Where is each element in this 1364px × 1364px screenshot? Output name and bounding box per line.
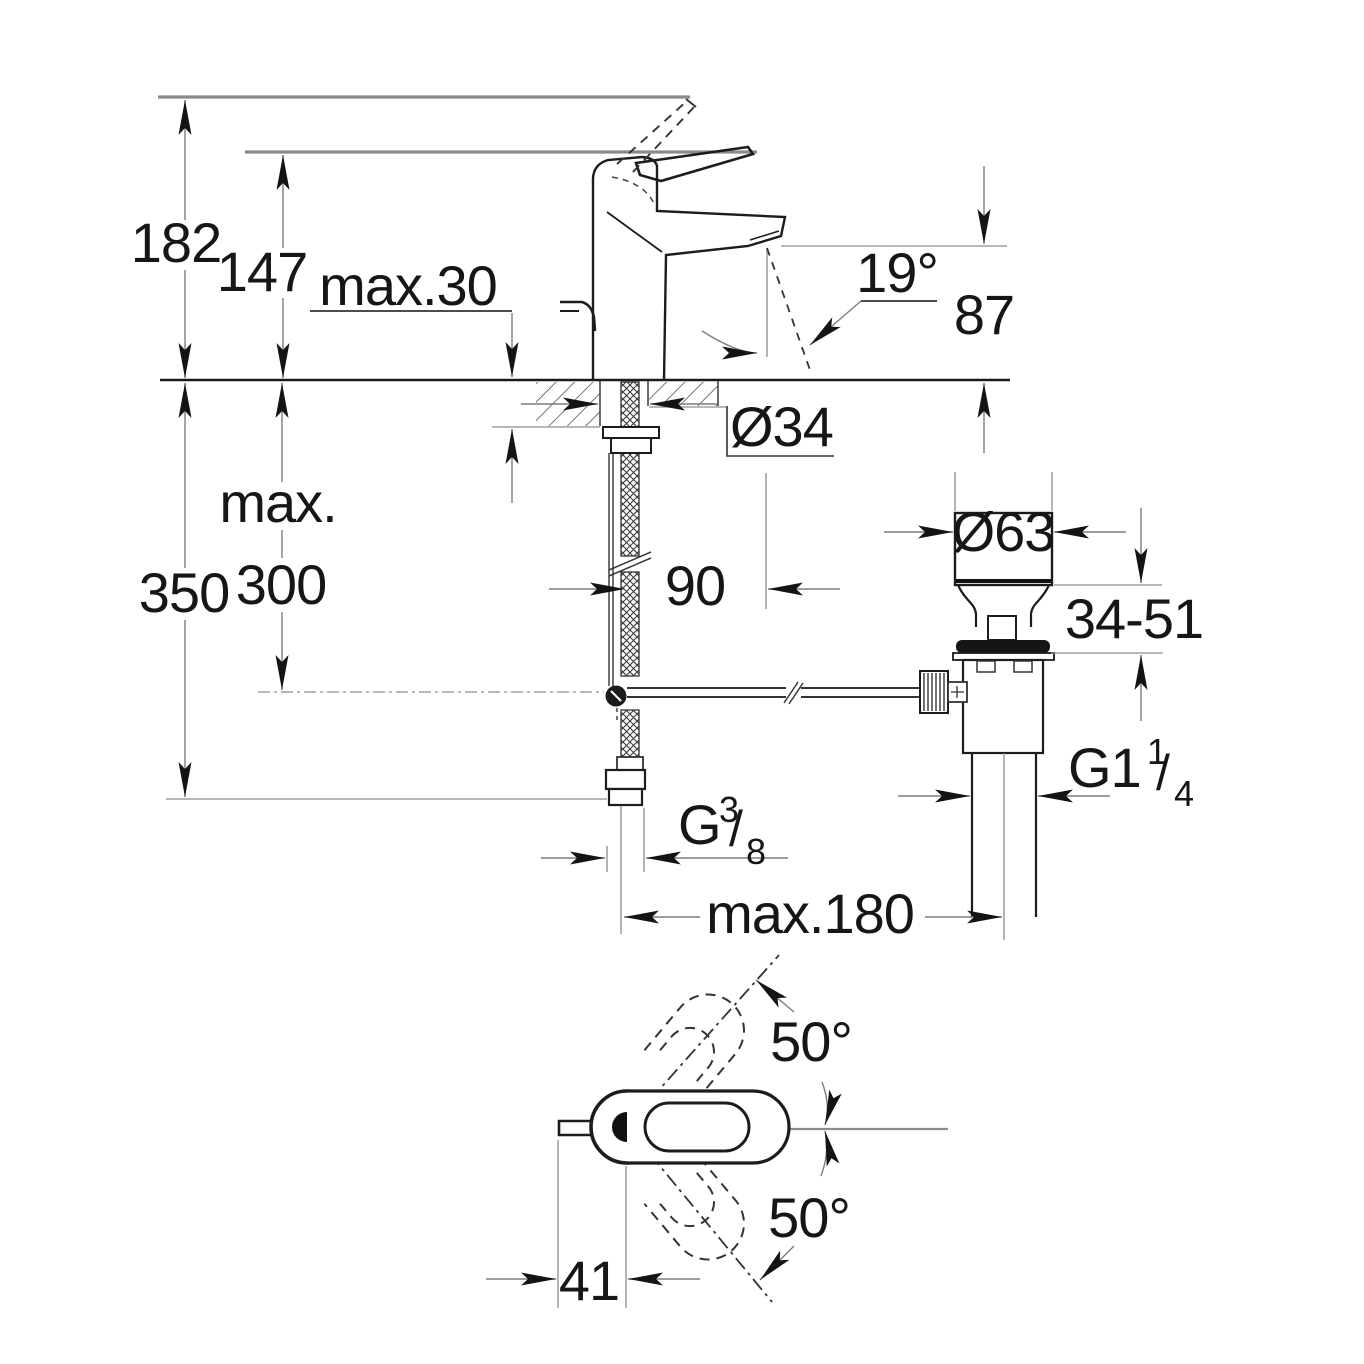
lever-raised-dashed (616, 98, 697, 173)
waste-body (961, 658, 1045, 755)
drain-assembly (919, 472, 1055, 940)
label-masks (134, 220, 618, 1308)
pop-up-knob (560, 300, 597, 332)
waste-thread-numerator: 1 (1147, 731, 1166, 772)
waste-flange (953, 511, 1054, 587)
label-spout-height: 87 (954, 283, 1014, 346)
lever-slot (643, 1101, 751, 1153)
lever-rotated-up-dashed (643, 993, 745, 1098)
aerator-line (749, 230, 780, 241)
reference-lines (158, 95, 1010, 382)
lever-pin (557, 1119, 592, 1137)
body-joint-line (606, 211, 663, 253)
label-waste-offset: max.180 (706, 882, 914, 945)
label-height-to-lever: 147 (217, 240, 307, 303)
label-spray-angle: 19° (856, 241, 938, 304)
pivot-marker (612, 1112, 627, 1142)
cartridge-hidden-line (611, 176, 656, 207)
rod-adjuster-knob (919, 670, 968, 714)
supply-thread-numerator: 3 (719, 789, 738, 830)
supply-thread-denominator: 8 (746, 831, 765, 872)
label-deck-thickness: max.30 (319, 254, 497, 317)
label-basin-clamp-range: 34-51 (1065, 587, 1203, 650)
hose-nut (604, 768, 647, 791)
label-spout-reach: 90 (665, 554, 725, 617)
spray-stream-line (766, 247, 811, 371)
supply-thread-base: G (678, 793, 721, 856)
supply-hose (602, 381, 660, 807)
hole-diameter-callout-box (726, 406, 834, 457)
mounting-nut (610, 437, 652, 454)
spray-angle-geometry (701, 247, 811, 371)
label-hole-diameter: Ø34 (730, 395, 833, 458)
waste-thread-base: G1 (1068, 736, 1141, 799)
label-lever-offset: 41 (559, 1249, 619, 1312)
hose-ferrule (616, 756, 644, 771)
pop-up-rod (605, 681, 921, 724)
label-waste-flange-diameter: Ø63 (952, 500, 1055, 563)
lever-closed (634, 145, 756, 183)
label-waste-thread: G1 1 / 4 (1068, 731, 1194, 814)
waste-seal (956, 640, 1050, 653)
supply-thread-slash: / (729, 801, 743, 857)
axis-rotated-up (649, 954, 780, 1101)
label-rod-depth-prefix: max. (219, 471, 336, 534)
label-swing-up: 50° (770, 1010, 852, 1073)
waste-thread-slash: / (1156, 745, 1170, 801)
waste-thread-denominator: 4 (1174, 773, 1193, 814)
faucet-outline (560, 98, 787, 381)
label-hose-depth: 350 (139, 561, 229, 624)
axis-rotated-down (649, 1153, 773, 1303)
label-overall-height: 182 (131, 211, 221, 274)
mounting-washer (602, 426, 660, 439)
dimension-labels: 182 147 max.30 19° 87 Ø34 max. 300 350 9… (131, 211, 1204, 1312)
label-supply-thread: G 3 / 8 (678, 789, 766, 872)
label-rod-depth-value: 300 (236, 553, 326, 616)
handle-top-view (486, 954, 948, 1308)
label-swing-down: 50° (768, 1186, 850, 1249)
